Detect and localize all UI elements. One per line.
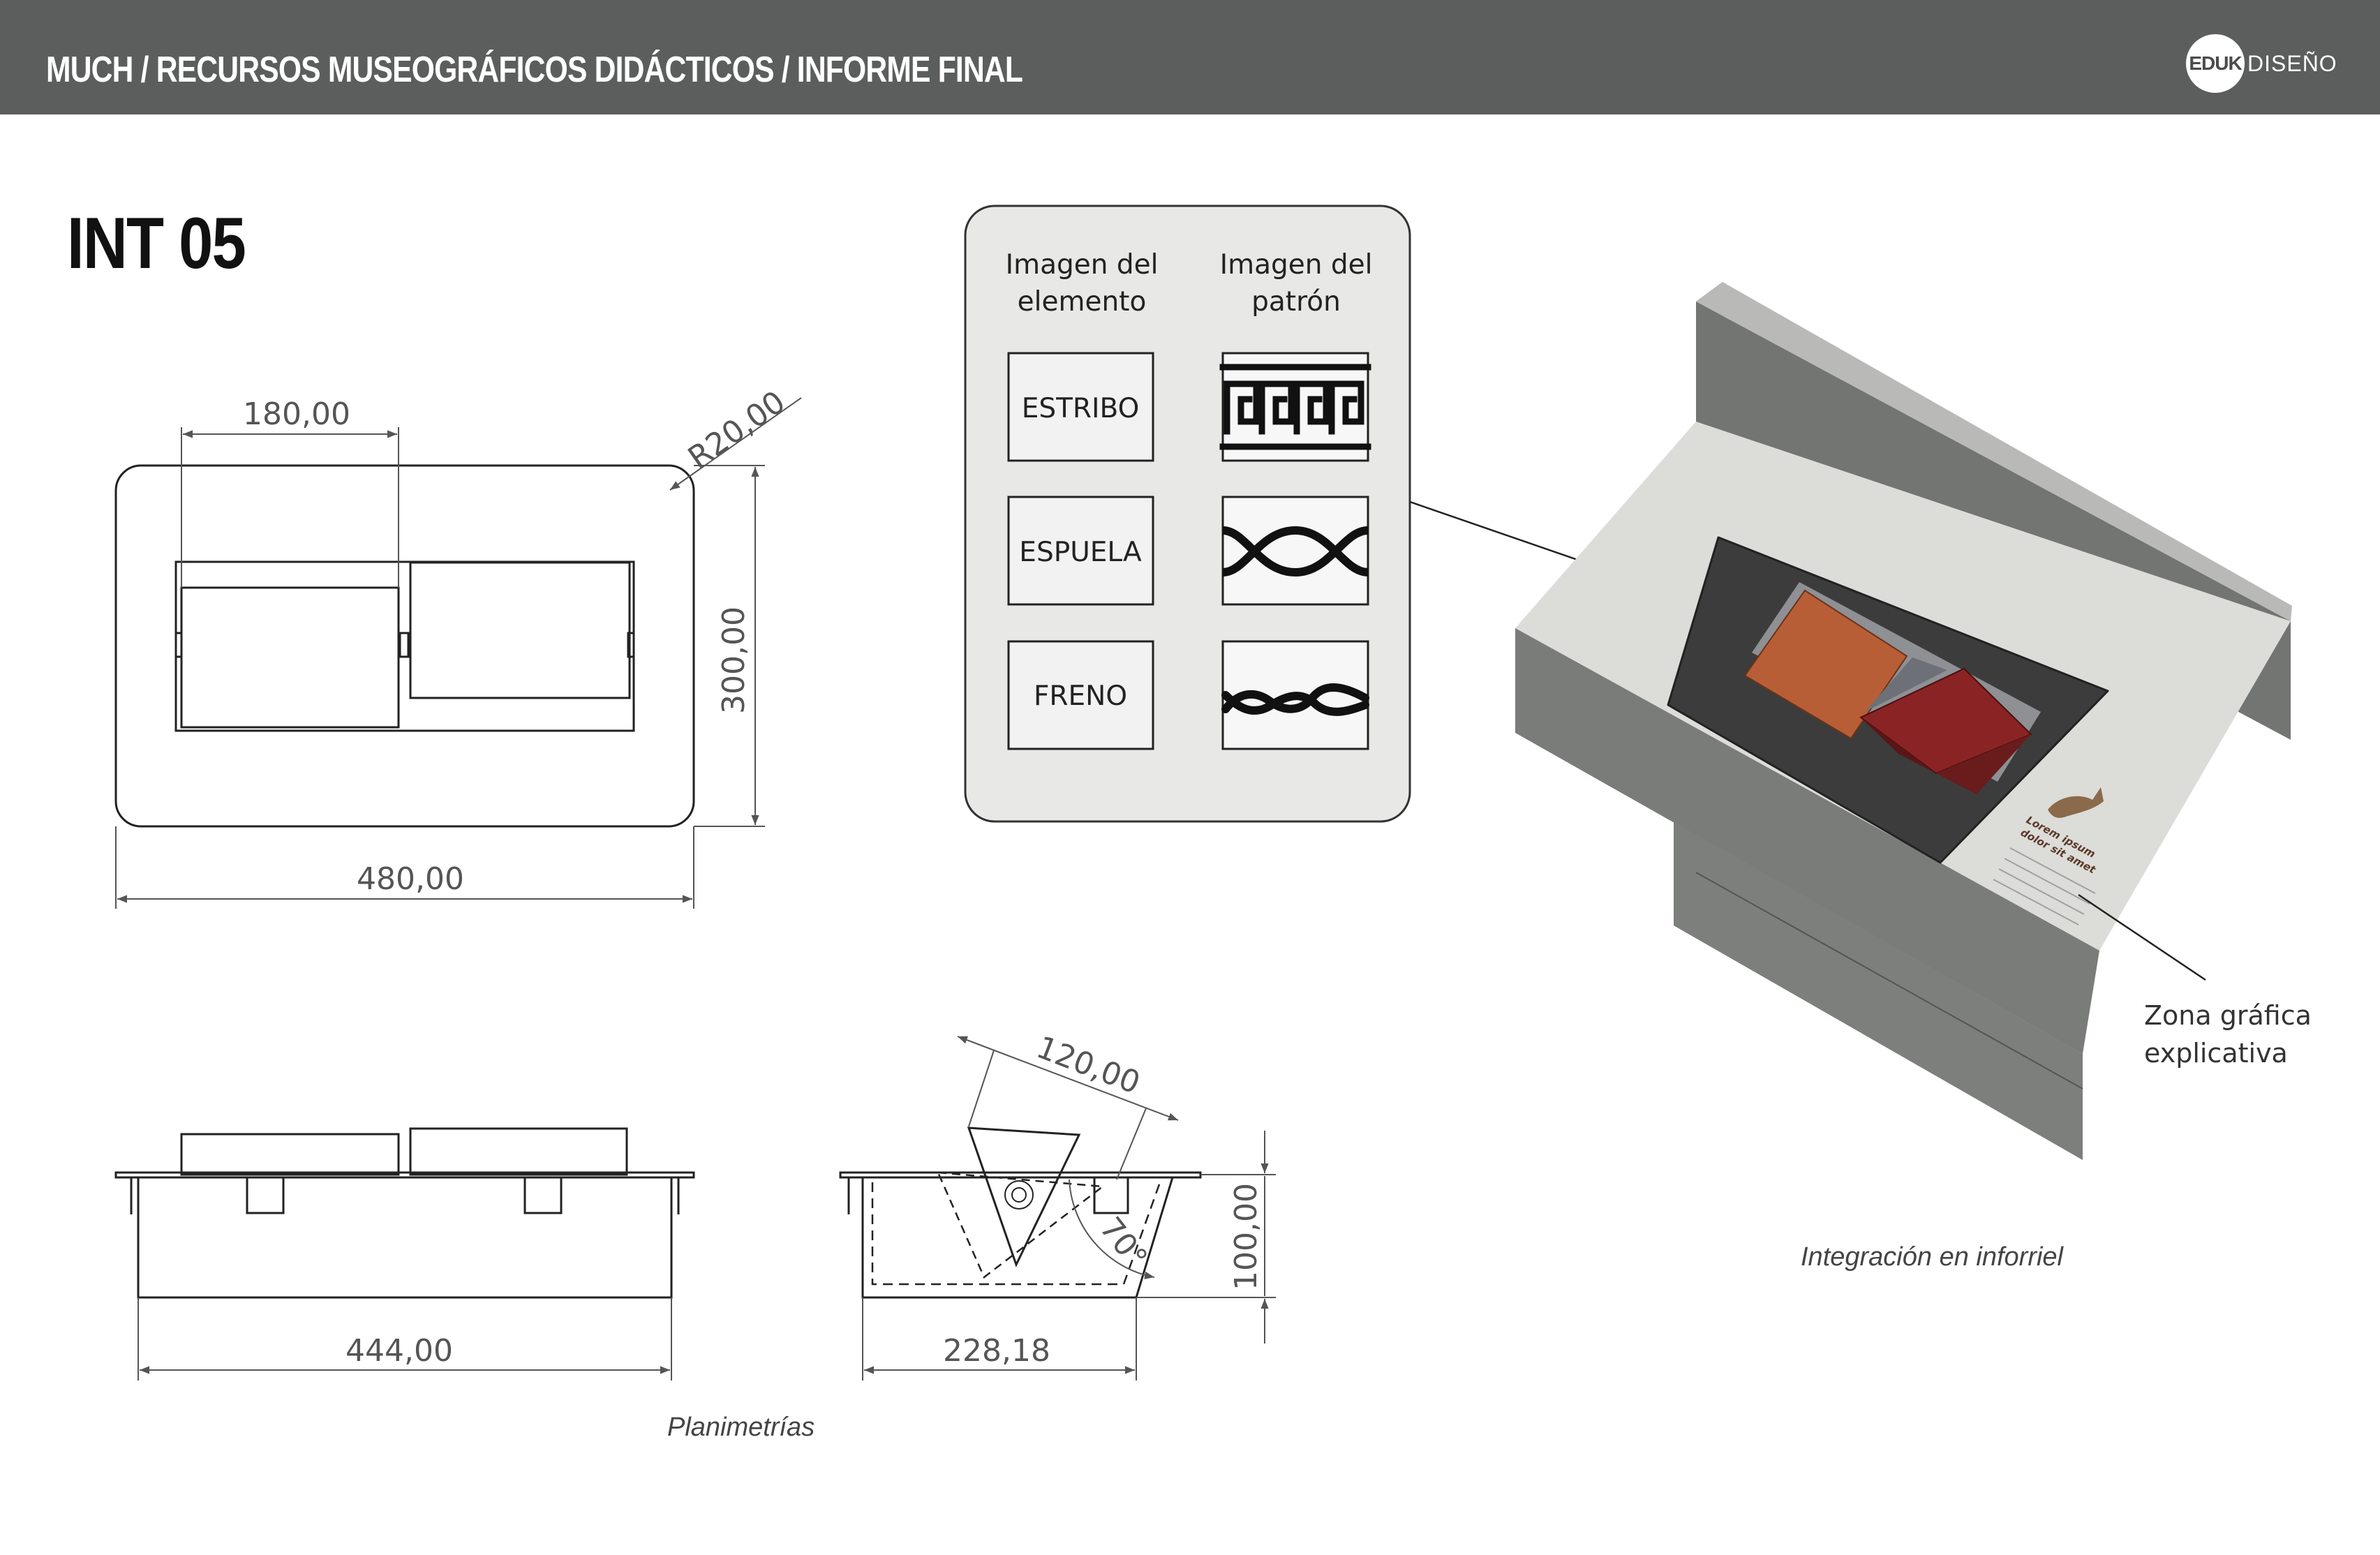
front-view-foot-right (523, 1176, 563, 1214)
front-view-foot-left (246, 1176, 285, 1214)
front-view-body (137, 1176, 673, 1299)
iso-horse-icon (2048, 787, 2104, 818)
element-label-estribo: ESTRIBO (1022, 393, 1140, 424)
isometric-view: Lorem ipsum dolor sit amet (1515, 282, 2292, 1160)
caption-planimetrias: Planimetrías (667, 1413, 815, 1442)
iso-panel-red-side (1936, 734, 2031, 794)
front-view-right-block (409, 1127, 628, 1176)
top-view-left-block (180, 586, 400, 729)
dim-top-inner-width: 180,00 (243, 396, 350, 432)
eduk-logo: EDUK DISEÑO (2186, 34, 2337, 94)
iso-panel-orange (1743, 589, 1908, 740)
element-card-espuela (1007, 496, 1154, 606)
side-view-body (861, 1177, 1174, 1299)
zone-label-line2: explicativa (2144, 1038, 2288, 1069)
front-view-dimensions (137, 1297, 672, 1381)
side-view-dashed-inner (871, 1182, 1161, 1286)
dim-top-width: 480,00 (357, 861, 464, 897)
dim-front-width: 444,00 (345, 1333, 453, 1369)
side-view-pivot (1004, 1180, 1034, 1210)
panel-header-element-line1: Imagen del (1006, 249, 1159, 281)
top-view (114, 464, 695, 828)
logo-text: DISEÑO (2247, 50, 2337, 76)
element-label-freno: FRENO (1034, 680, 1127, 712)
front-view-left-block (180, 1133, 400, 1176)
side-view-top-plate (839, 1171, 1202, 1179)
dim-top-height: 300,00 (716, 607, 752, 714)
iso-back-wall-top (1696, 282, 2292, 621)
dim-side-height: 100,00 (1228, 1183, 1264, 1290)
side-view-dimensions (862, 1036, 1276, 1381)
top-view-hinge-left (174, 632, 183, 658)
top-view-right-block (409, 561, 631, 699)
header-title: MUCH / RECURSOS MUSEOGRÁFICOS DIDÁCTICOS… (46, 50, 1023, 90)
top-view-hinge-right (627, 632, 635, 658)
pattern-panel: Imagen del elemento Imagen del patrón ES… (964, 204, 1411, 823)
header-bar: MUCH / RECURSOS MUSEOGRÁFICOS DIDÁCTICOS… (0, 0, 2380, 114)
dim-side-length: 120,00 (1032, 1029, 1145, 1101)
dim-side-width: 228,18 (943, 1333, 1050, 1369)
zone-label-line1: Zona gráfica (2144, 1000, 2312, 1031)
zone-leader-line (2078, 893, 2206, 981)
caption-integracion: Integración en inforriel (1801, 1242, 2063, 1272)
pattern-twist (1221, 496, 1369, 606)
panel-header-pattern-line1: Imagen del (1220, 249, 1373, 281)
element-card-estribo (1007, 352, 1154, 462)
panel-header-pattern-line2: patrón (1251, 286, 1341, 318)
iso-base-front (1674, 822, 2083, 1160)
iso-counter-front (1515, 628, 2099, 1054)
side-view-foot (1093, 1176, 1129, 1214)
top-view-hinge-mid (399, 632, 410, 658)
pattern-braid (1221, 640, 1369, 750)
front-view (114, 1127, 695, 1299)
side-view-rotated-triangle (937, 1171, 1106, 1279)
iso-panel-gray (1865, 657, 1947, 712)
side-view-pivot-triangle (967, 1126, 1081, 1267)
panel-header-element-line2: elemento (1018, 286, 1147, 318)
logo-circle: EDUK (2186, 34, 2245, 93)
top-view-dimensions (115, 397, 802, 909)
element-card-freno (1007, 640, 1154, 750)
side-view (839, 1126, 1202, 1299)
dim-top-radius: R20,00 (682, 384, 791, 476)
logo-mark: EDUK (2189, 52, 2242, 74)
page-title: INT 05 (67, 203, 246, 284)
element-label-espuela: ESPUELA (1019, 537, 1142, 568)
top-view-outline (114, 464, 695, 828)
pattern-greek-key (1219, 352, 1371, 462)
